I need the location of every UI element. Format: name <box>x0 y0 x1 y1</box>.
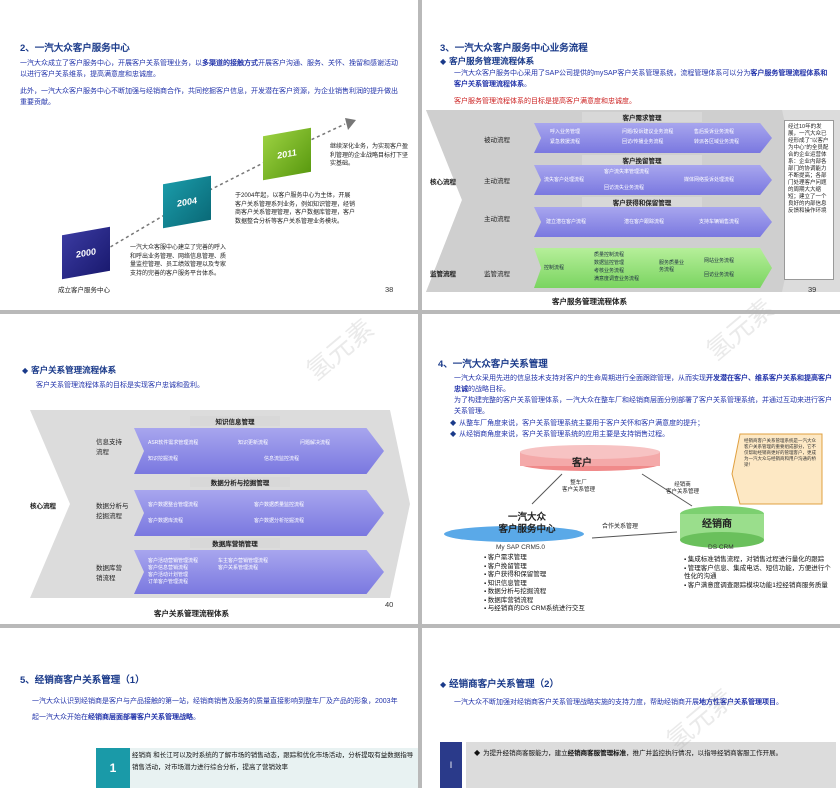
fw-system: My SAP CRM5.0 <box>496 544 546 551</box>
link-right-label: 经销商 客户关系管理 <box>666 482 700 495</box>
dealer-node: 经销商 <box>702 519 732 530</box>
page-number: 40 <box>385 600 394 609</box>
intro-paragraph: 一汽大众成立了客户服务中心，开展客户关系管理业务，以多渠道的接触方式开展客户沟通… <box>20 60 398 78</box>
band-retain: 客户流失率管理流程 流失客户处理流程 回访流失业务流程 媒体网络投诉处理流程 <box>534 165 772 195</box>
diamond-icon: ◆ <box>22 366 29 375</box>
band-title-marketing: 数据库营销管理 <box>190 538 280 548</box>
band-demand: 呼入业务管理 问题/投诉建议业务流程 售后投诉业务流程 紧急救援流程 回访/传播… <box>534 123 772 153</box>
band-title-knowledge: 知识信息管理 <box>190 416 280 426</box>
side-note: 经过10年的发展，一汽大众已经形成了“以客户为中心”的全员配合的企业运营体系：企… <box>784 120 834 280</box>
row-label-monitor: 监管流程 <box>484 271 510 278</box>
fw-node: 一汽大众 客户服务中心 <box>498 512 556 535</box>
callout-note: 经销商客户关系管理系统是一汽大众客户关系管理的重要组成部分，它不仅帮助经销商更好… <box>744 438 816 467</box>
row-label-active-2: 主动流程 <box>484 216 510 223</box>
link-left-label: 整车厂 客户关系管理 <box>562 480 596 493</box>
step-note-mid: 于2004年起，以客户服务中心为主体，开展客户关系管理系列业务，例如知识管理，经… <box>235 193 356 225</box>
page-number: 39 <box>808 285 817 294</box>
year-2011-block: 2011 <box>263 127 311 181</box>
slide-dealer-crm-2[interactable]: ◆经销商客户关系管理（2） 一汽大众不断加强对经销商客户关系管理战略实施的支持力… <box>422 628 840 788</box>
intro-paragraph-2: 为了构建完整的客户关系管理体系，一汽大众在整车厂和经销商层面分别部署了客户关系管… <box>454 397 832 415</box>
year-2004-block: 2004 <box>163 175 211 229</box>
band-title-analysis: 数据分析与挖掘管理 <box>190 477 290 487</box>
item-number-badge: I <box>440 742 462 788</box>
band-marketing: 客户活动营销管理流程 车主客户营销管理流程 客户信息营销流程 客户关系管理流程 … <box>134 550 384 594</box>
row-label-marketing: 数据库营销流程 <box>96 565 122 582</box>
core-process-label: 核心流程 <box>30 503 56 510</box>
bullet-2: ◆从经销商角度来说，客户关系管理系统的应用主要是支持销售过程。 <box>450 429 670 438</box>
slide-subtitle: ◆客户关系管理流程体系 <box>22 365 117 375</box>
core-process-label: 核心流程 <box>430 179 456 186</box>
item-text-box: ◆为提升经销商客服能力，建立经销商客服管理标准，推广并监控执行情况，以指导经销商… <box>466 742 836 788</box>
timeline-arrow <box>94 118 356 257</box>
band-analysis: 客户数据整合管理流程 客户数据质量监控流程 客户数据库流程 客户数据分析挖掘流程 <box>134 490 384 536</box>
intro-paragraph: 一汽大众客户服务中心采用了SAP公司提供的mySAP客户关系管理系统，流程管理体… <box>454 70 828 88</box>
row-label-passive: 被动流程 <box>484 137 510 144</box>
slide-dealer-crm-1[interactable]: 5、经销商客户关系管理（1） 一汽大众认识到经销商是客户与产品接触的第一站，经销… <box>0 628 418 788</box>
slide-fw-crm[interactable]: 4、一汽大众客户关系管理 一汽大众采用先进的信息技术支持对客户的生命周期进行全面… <box>422 314 840 624</box>
item-text-box: 经销商 和长江可以及时系统的了解市场的销售动态，跟踪和优化市场活动，分析提取有益… <box>130 748 418 788</box>
row-label-active: 主动流程 <box>484 178 510 185</box>
slide-title: 5、经销商客户关系管理（1） <box>20 675 145 686</box>
slide-title: ◆经销商客户关系管理（2） <box>440 679 559 690</box>
band-title-retain: 客户挽留管理 <box>582 155 702 165</box>
bullet-1: ◆从整车厂角度来说，客户关系管理系统主要用于客户关怀和客户满意度的提升； <box>450 418 705 427</box>
step-note-2011: 继续深化业务，为实现客户盈利管理的企业战略目标打下坚实基础。 <box>330 144 409 167</box>
fw-function-list: 客户需求管理 客户挽留管理 客户获得和保留管理 知识信息管理 数据分析与挖掘流程… <box>484 554 614 614</box>
diamond-icon: ◆ <box>440 57 447 66</box>
dealer-system: DS CRM <box>708 544 734 551</box>
crm-diagram <box>444 433 823 548</box>
diamond-icon: ◆ <box>474 748 481 757</box>
customer-node: 客户 <box>572 458 592 469</box>
dealer-function-list: 集成标准销售流程，对销售过程进行量化的跟踪 管理客户信息、集成电话、短信功能，方… <box>684 556 834 590</box>
slide-customer-service-center[interactable]: 2、一汽大众客户服务中心 一汽大众成立了客户服务中心，开展客户关系管理业务，以多… <box>0 0 418 310</box>
step-note-2000: 成立客户服务中心 <box>58 287 110 294</box>
diagram-caption: 客户关系管理流程体系 <box>154 609 229 618</box>
goal-text: 客户关系管理流程体系的目标是实现客户忠诚和盈利。 <box>36 382 204 389</box>
intro-paragraph-2: 此外，一汽大众客户服务中心不断加强与经销商合作，共同挖掘客户信息，开发潜在客户资… <box>20 88 398 106</box>
slide-crm-process[interactable]: ◆客户关系管理流程体系 客户关系管理流程体系的目标是实现客户忠诚和盈利。 核心流… <box>0 314 418 624</box>
diagram-caption: 客户服务管理流程体系 <box>552 297 627 306</box>
intro-paragraph: 一汽大众不断加强对经销商客户关系管理战略实施的支持力度，帮助经销商开展地方性客户… <box>454 699 783 706</box>
slide-service-process[interactable]: 3、一汽大众客户服务中心业务流程 ◆客户服务管理流程体系 一汽大众客户服务中心采… <box>422 0 840 310</box>
row-label-analysis: 数据分析与挖掘流程 <box>96 503 129 520</box>
link-mid-label: 合作关系管理 <box>602 524 639 530</box>
band-title-demand: 客户需求管理 <box>582 112 702 122</box>
band-acquire: 建立潜在客户流程 潜在客户跟踪流程 支持车辆销售流程 <box>534 207 772 237</box>
slide-title: 2、一汽大众客户服务中心 <box>20 43 130 54</box>
intro-paragraph: 一汽大众认识到经销商是客户与产品接触的第一站，经销商销售及服务的质量直接影响到整… <box>32 698 398 721</box>
year-2000-block: 2000 <box>62 226 110 280</box>
band-monitor: 控制流程 质量控制流程 数据监控管理 考核业务流程 满意度调查业务流程 服务质量… <box>534 248 772 288</box>
item-number-badge: 1 <box>96 748 130 788</box>
monitor-process-label: 监管流程 <box>430 271 456 278</box>
band-title-acquire: 客户获得和保留管理 <box>582 197 702 207</box>
slide-title: 4、一汽大众客户关系管理 <box>438 359 548 370</box>
diamond-icon: ◆ <box>440 680 447 689</box>
step-note-2004: 一汽大众客服中心建立了完善的呼入和呼出业务管理、网络信息管理、质量监控管理、员工… <box>130 245 227 277</box>
page-number: 38 <box>385 285 394 294</box>
slide-subtitle: ◆客户服务管理流程体系 <box>440 56 535 66</box>
intro-paragraph: 一汽大众采用先进的信息技术支持对客户的生命周期进行全面跟踪管理，从而实现开发潜在… <box>454 375 832 393</box>
goal-text: 客户服务管理流程体系的目标是提高客户满意度和忠诚度。 <box>454 98 636 105</box>
row-label-info: 信息支持流程 <box>96 439 122 456</box>
band-knowledge: ASR软件需求管理流程 知识更新流程 问题解决流程 知识挖掘流程 信息流监控流程 <box>134 428 384 474</box>
slide-title: 3、一汽大众客户服务中心业务流程 <box>440 43 588 54</box>
